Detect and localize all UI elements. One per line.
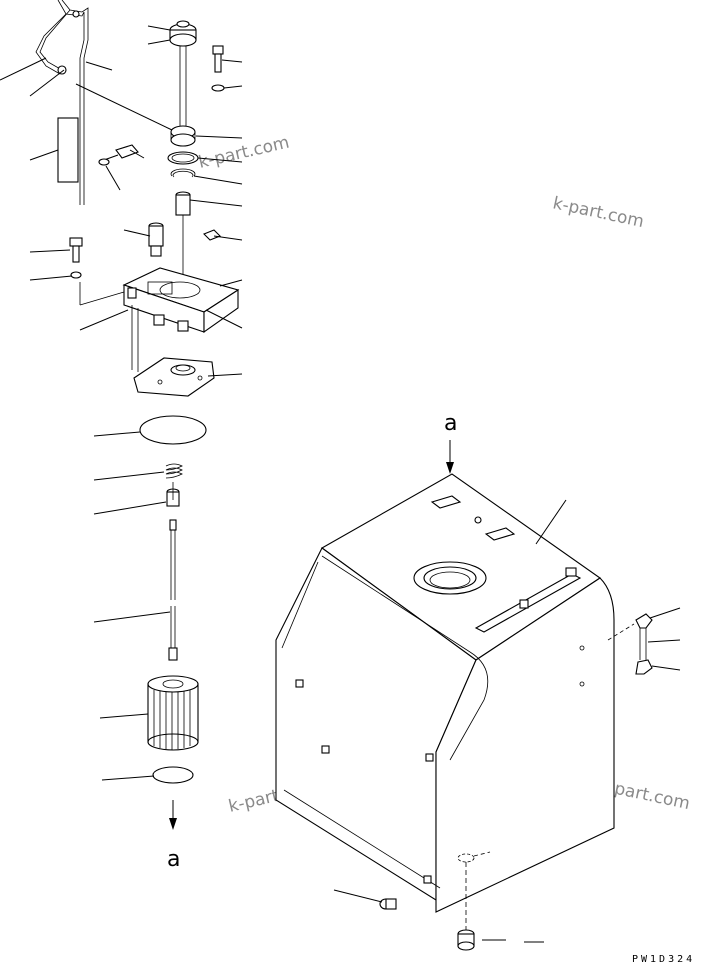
leader-lines bbox=[0, 25, 681, 943]
vent-pipe bbox=[35, 0, 89, 205]
spring bbox=[165, 463, 183, 479]
hydraulic-tank bbox=[275, 473, 615, 930]
view-label-top: a bbox=[444, 411, 457, 436]
view-label-left: a bbox=[167, 847, 180, 872]
o-ring-large bbox=[139, 415, 207, 445]
filler-cap bbox=[169, 20, 197, 132]
center-rod bbox=[168, 519, 178, 661]
strainer-tube bbox=[175, 191, 191, 275]
gasket-ring bbox=[167, 151, 199, 178]
view-arrow-top: a bbox=[444, 411, 457, 474]
elbow-fittings bbox=[607, 613, 653, 675]
side-plug bbox=[379, 898, 397, 910]
o-ring-small bbox=[152, 766, 194, 784]
drawing-code: PW1D324 bbox=[632, 954, 695, 965]
drain-plug bbox=[457, 929, 475, 951]
left-bolt bbox=[69, 237, 83, 279]
valve bbox=[166, 482, 180, 507]
cap-bolt bbox=[211, 45, 225, 92]
collar bbox=[170, 125, 196, 147]
pipe-bolt bbox=[98, 144, 139, 166]
small-fitting bbox=[203, 229, 221, 241]
watermark-2: k-part.com bbox=[551, 193, 646, 232]
filter-element bbox=[147, 675, 199, 751]
cover-plate bbox=[133, 357, 215, 397]
sensor bbox=[148, 222, 164, 257]
view-arrow-left: a bbox=[167, 800, 180, 872]
filter-head bbox=[79, 267, 240, 372]
watermark-1: k-part.com bbox=[197, 133, 292, 173]
